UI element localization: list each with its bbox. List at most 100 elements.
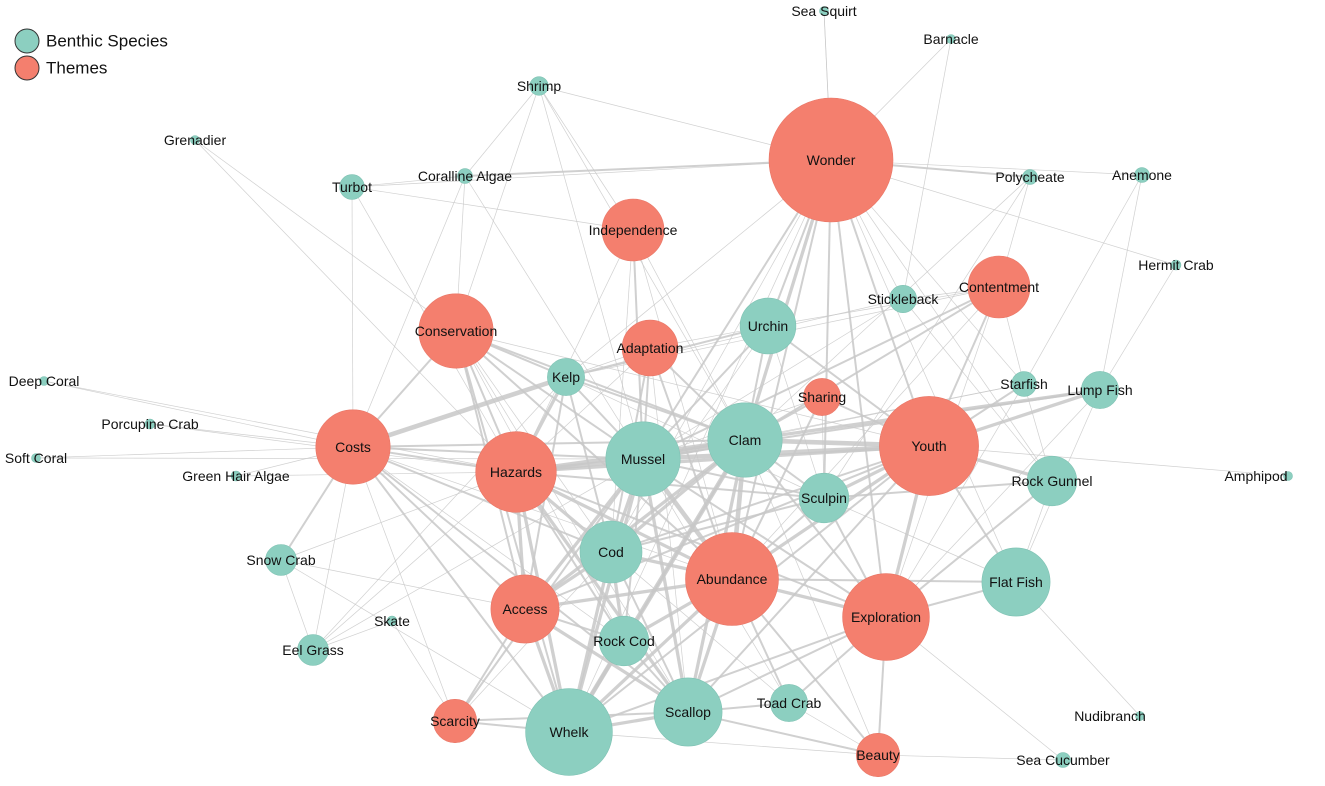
edge-clam-rock-cod — [623, 439, 746, 642]
edge-turbot-coralline-algae — [351, 175, 466, 188]
edge-shrimp-clam — [538, 85, 746, 441]
node-exploration[interactable]: Exploration — [842, 573, 930, 661]
node-shrimp[interactable]: Shrimp — [517, 76, 562, 96]
node-label-clam: Clam — [729, 432, 762, 448]
node-skate[interactable]: Skate — [374, 613, 410, 629]
node-flat-fish[interactable]: Flat Fish — [981, 547, 1051, 617]
node-abundance[interactable]: Abundance — [685, 532, 779, 626]
node-deep-coral[interactable]: Deep Coral — [9, 373, 80, 389]
node-circle-exploration — [842, 573, 930, 661]
node-coralline-algae[interactable]: Coralline Algae — [418, 168, 512, 184]
node-porcupine-crab[interactable]: Porcupine Crab — [101, 416, 198, 432]
node-circle-sea-cucumber — [1055, 752, 1071, 768]
node-snow-crab[interactable]: Snow Crab — [246, 544, 316, 576]
edge-shrimp-conservation — [455, 85, 540, 332]
edge-conservation-scallop — [455, 330, 689, 713]
node-conservation[interactable]: Conservation — [415, 293, 498, 369]
node-green-hair-algae[interactable]: Green Hair Algae — [182, 468, 290, 484]
node-barnacle[interactable]: Barnacle — [923, 31, 978, 47]
node-label-sculpin: Sculpin — [801, 490, 847, 506]
node-starfish[interactable]: Starfish — [1000, 371, 1048, 397]
node-circle-lump-fish — [1081, 371, 1119, 409]
node-whelk[interactable]: Whelk — [525, 688, 613, 776]
node-stickleback[interactable]: Stickleback — [868, 285, 940, 313]
node-scallop[interactable]: Scallop — [653, 677, 723, 747]
node-access[interactable]: Access — [490, 574, 560, 644]
node-circle-whelk — [525, 688, 613, 776]
node-rock-cod[interactable]: Rock Cod — [593, 615, 655, 667]
node-adaptation[interactable]: Adaptation — [617, 319, 684, 377]
node-cod[interactable]: Cod — [579, 520, 643, 584]
node-label-cod: Cod — [598, 544, 624, 560]
edge-conservation-clam — [455, 330, 746, 441]
edge-eel-grass-mussel — [312, 458, 644, 651]
node-circle-soft-coral — [31, 453, 41, 463]
node-sea-cucumber[interactable]: Sea Cucumber — [1016, 752, 1110, 768]
node-circle-kelp — [547, 358, 585, 396]
edge-hazards-snow-crab — [280, 471, 517, 561]
node-polycheate[interactable]: Polycheate — [995, 169, 1064, 185]
node-label-sea-cucumber: Sea Cucumber — [1016, 752, 1110, 768]
node-label-independence: Independence — [589, 222, 678, 238]
node-label-barnacle: Barnacle — [923, 31, 978, 47]
edge-toad-crab-cod — [610, 551, 790, 704]
node-circle-sculpin — [798, 472, 850, 524]
edge-independence-turbot — [351, 186, 634, 231]
node-circle-access — [490, 574, 560, 644]
node-label-coralline-algae: Coralline Algae — [418, 168, 512, 184]
node-circle-anemone — [1134, 167, 1150, 183]
node-sharing[interactable]: Sharing — [798, 378, 846, 416]
node-sculpin[interactable]: Sculpin — [798, 472, 850, 524]
edge-urchin-sculpin — [767, 325, 825, 499]
edge-hazards-eel-grass — [312, 471, 517, 651]
node-circle-grenadier — [190, 135, 200, 145]
edge-contentment-clam — [744, 286, 1000, 441]
node-lump-fish[interactable]: Lump Fish — [1067, 371, 1133, 409]
node-rock-gunnel[interactable]: Rock Gunnel — [1012, 455, 1093, 507]
node-circle-snow-crab — [265, 544, 297, 576]
node-eel-grass[interactable]: Eel Grass — [282, 634, 344, 666]
node-wonder[interactable]: Wonder — [768, 97, 894, 223]
edge-independence-clam — [632, 229, 746, 441]
edge-eel-grass-kelp — [312, 376, 567, 651]
edge-costs-turbot — [351, 186, 354, 448]
edge-kelp-sculpin — [565, 376, 825, 499]
node-circle-contentment — [967, 255, 1031, 319]
node-sea-squirt[interactable]: Sea Squirt — [791, 3, 856, 19]
node-contentment[interactable]: Contentment — [959, 255, 1039, 319]
node-circle-sea-squirt — [819, 6, 829, 16]
node-beauty[interactable]: Beauty — [855, 732, 900, 777]
node-kelp[interactable]: Kelp — [547, 358, 585, 396]
node-independence[interactable]: Independence — [589, 198, 678, 262]
node-hermit-crab[interactable]: Hermit Crab — [1138, 257, 1214, 273]
node-circle-stickleback — [889, 285, 917, 313]
node-label-hermit-crab: Hermit Crab — [1138, 257, 1214, 273]
node-turbot[interactable]: Turbot — [332, 174, 372, 200]
node-label-porcupine-crab: Porcupine Crab — [101, 416, 198, 432]
node-label-rock-cod: Rock Cod — [593, 633, 654, 649]
node-soft-coral[interactable]: Soft Coral — [5, 450, 67, 466]
node-clam[interactable]: Clam — [707, 402, 783, 478]
node-amphipod[interactable]: Amphipod — [1224, 468, 1293, 484]
node-toad-crab[interactable]: Toad Crab — [757, 684, 822, 722]
node-nudibranch[interactable]: Nudibranch — [1074, 708, 1146, 724]
edge-deep-coral-hazards — [43, 380, 517, 473]
node-circle-urchin — [739, 297, 797, 355]
node-circle-clam — [707, 402, 783, 478]
node-anemone[interactable]: Anemone — [1112, 167, 1172, 183]
edge-exploration-starfish — [885, 383, 1025, 618]
node-circle-amphipod — [1283, 471, 1293, 481]
node-mussel[interactable]: Mussel — [605, 421, 681, 497]
node-urchin[interactable]: Urchin — [739, 297, 797, 355]
node-grenadier[interactable]: Grenadier — [164, 132, 227, 148]
edge-youth-amphipod — [928, 445, 1289, 477]
node-circle-porcupine-crab — [144, 418, 156, 430]
node-label-exploration: Exploration — [851, 609, 921, 625]
node-circle-youth — [879, 396, 979, 496]
edge-anemone-lump-fish — [1099, 174, 1143, 391]
node-scarcity[interactable]: Scarcity — [430, 698, 480, 743]
edge-stickleback-rock-gunnel — [902, 298, 1053, 482]
node-hazards[interactable]: Hazards — [475, 431, 557, 513]
node-youth[interactable]: Youth — [879, 396, 979, 496]
node-costs[interactable]: Costs — [315, 409, 391, 485]
